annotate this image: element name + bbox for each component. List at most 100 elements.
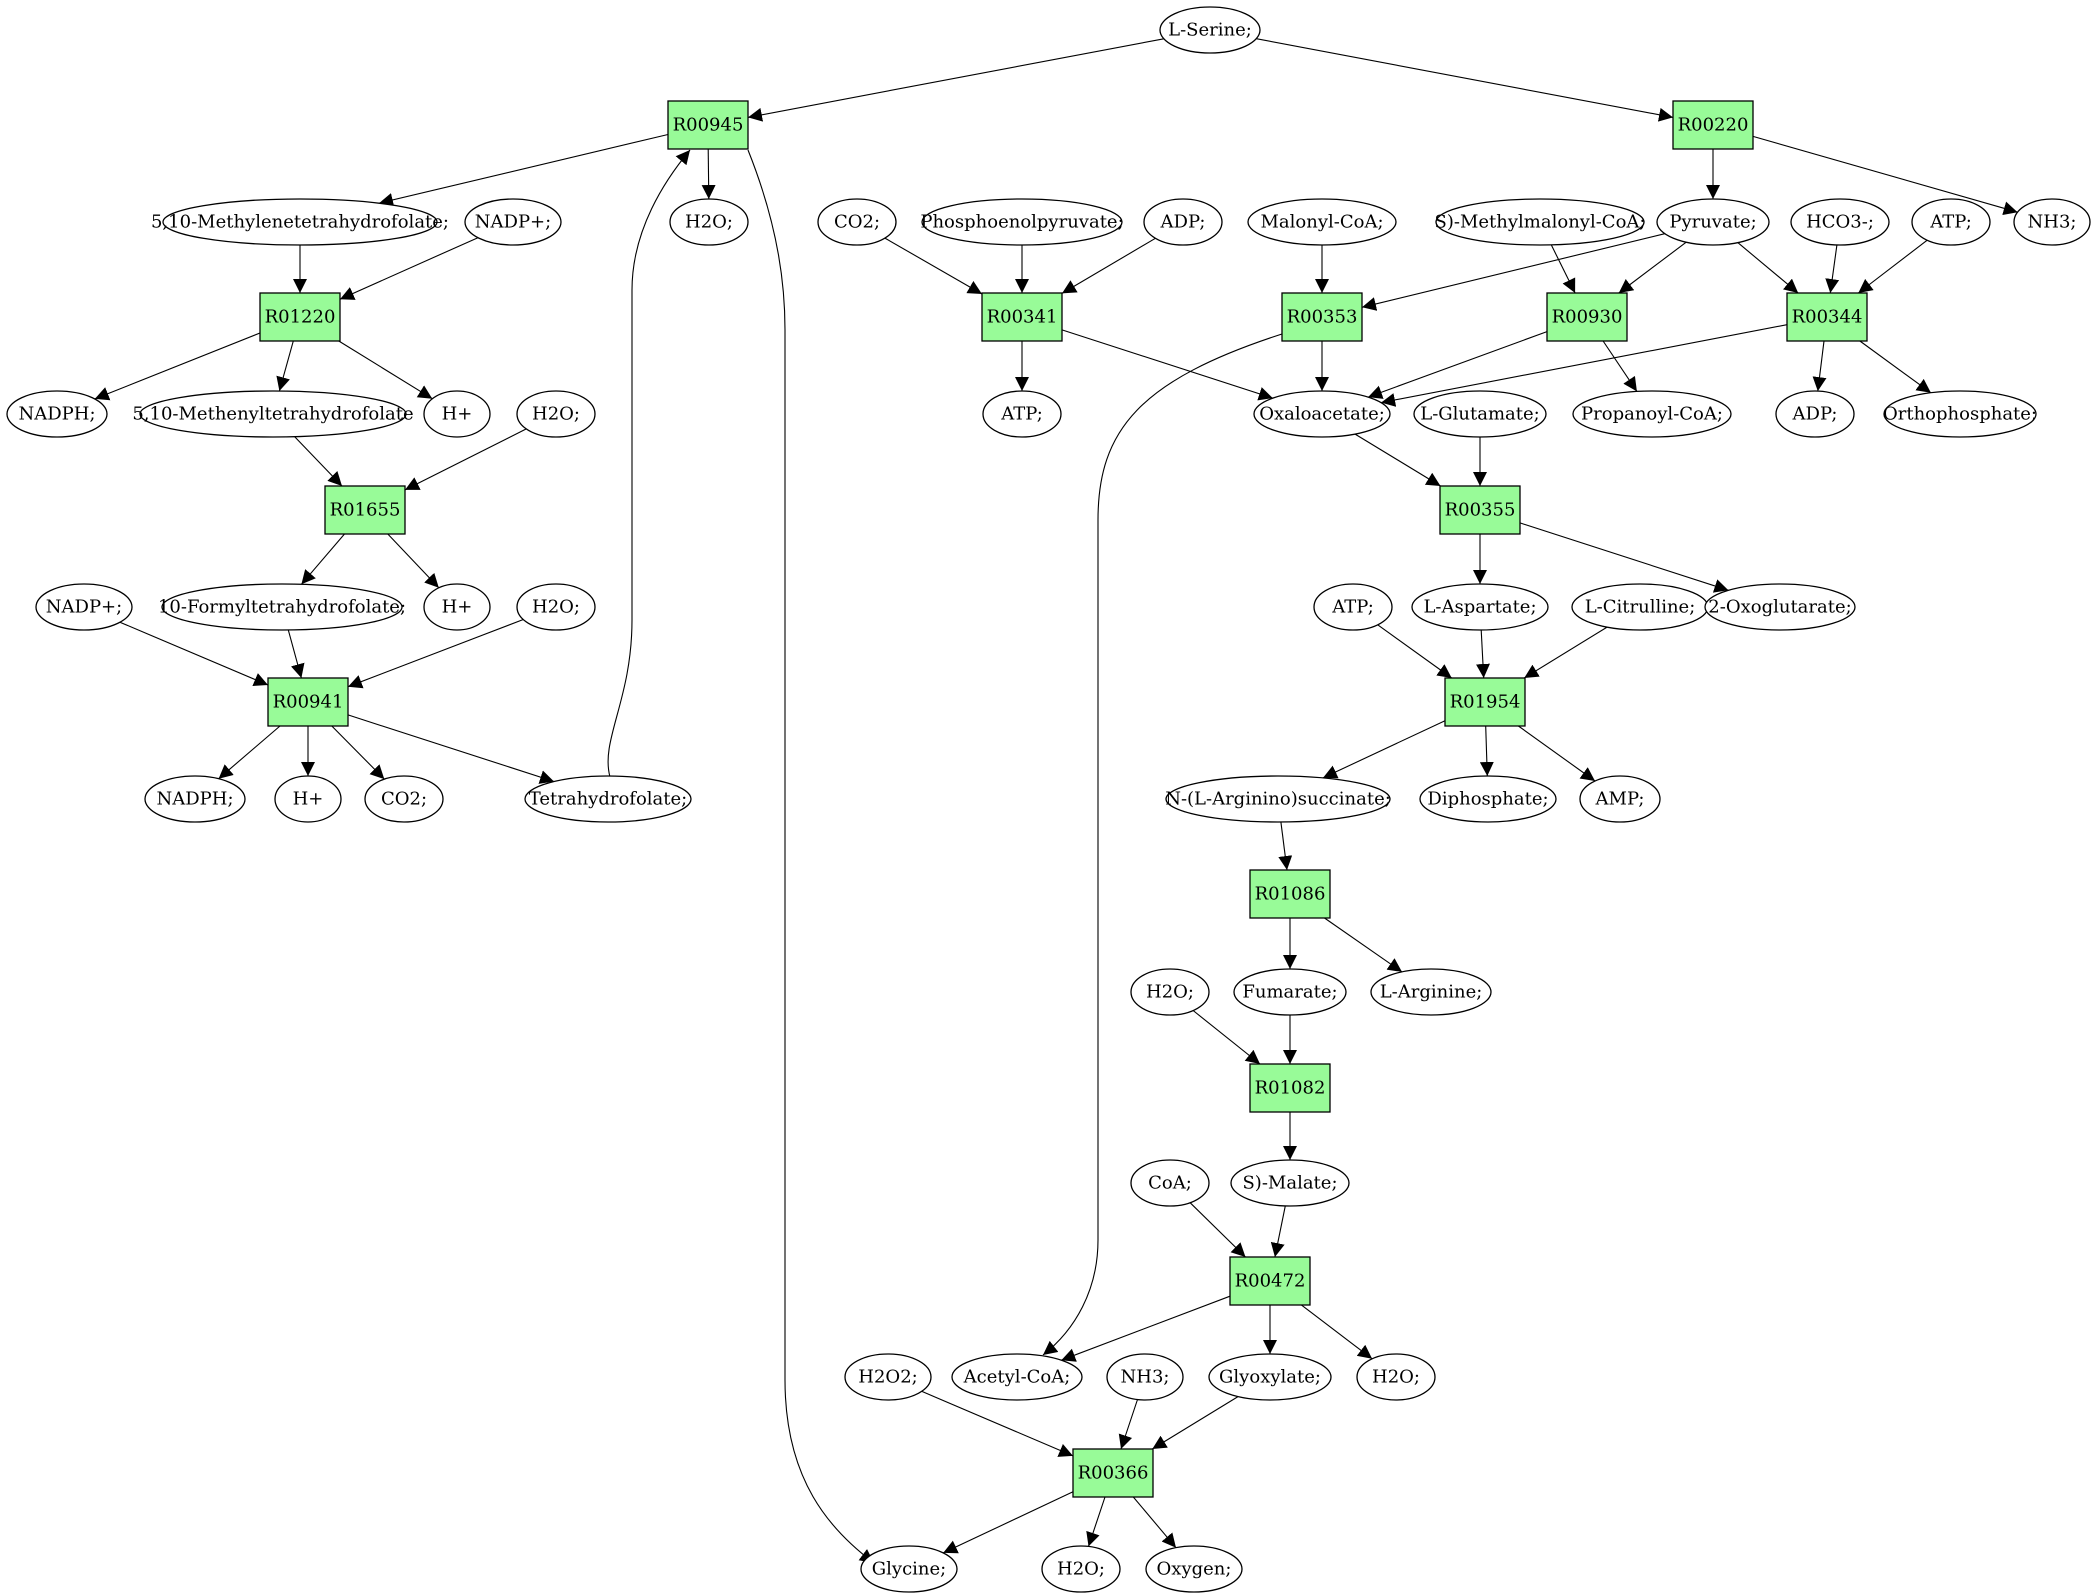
edge-lcitrulline-to-r01954 bbox=[1523, 626, 1608, 679]
compound-ellipse bbox=[1143, 198, 1223, 246]
node-r00355: R00355 bbox=[1439, 485, 1521, 535]
node-pep: Phosphoenolpyruvate; bbox=[920, 198, 1124, 246]
edge-r00344-to-oxaloacetate bbox=[1380, 324, 1788, 407]
node-label: Glyoxylate; bbox=[1219, 1367, 1321, 1388]
node-label: H2O; bbox=[685, 212, 733, 233]
node-label: 5,10-Methenyltetrahydrofolate bbox=[132, 404, 413, 425]
node-h2o-5: H2O; bbox=[1356, 1353, 1436, 1401]
node-coa: CoA; bbox=[1130, 1159, 1210, 1207]
node-oxoglutarate: 2-Oxoglutarate; bbox=[1704, 583, 1856, 631]
compound-ellipse bbox=[516, 583, 596, 631]
node-label: L-Aspartate; bbox=[1423, 597, 1536, 618]
edge-l-serine-to-r00945 bbox=[747, 38, 1164, 122]
node-label: R01082 bbox=[1255, 1078, 1326, 1099]
compound-ellipse bbox=[364, 775, 444, 823]
node-h2o-4: H2O; bbox=[1130, 968, 1210, 1016]
edge-pyruvate-to-r00344 bbox=[1737, 242, 1799, 294]
node-label: S)-Methylmalonyl-CoA; bbox=[1435, 212, 1646, 233]
reaction-box bbox=[1249, 1063, 1331, 1113]
compound-ellipse bbox=[844, 1353, 932, 1401]
node-pyruvate: Pyruvate; bbox=[1656, 198, 1770, 246]
node-label: R00355 bbox=[1445, 500, 1516, 521]
compound-ellipse bbox=[669, 198, 749, 246]
node-label: Pyruvate; bbox=[1669, 212, 1756, 233]
compound-ellipse bbox=[1419, 775, 1557, 823]
node-nh3-2: NH3; bbox=[1106, 1353, 1184, 1401]
node-label: H+ bbox=[442, 597, 473, 618]
node-h2o-1: H2O; bbox=[669, 198, 749, 246]
node-label: L-Serine; bbox=[1168, 20, 1252, 41]
compound-ellipse bbox=[1572, 390, 1732, 438]
node-smmcoa: S)-Methylmalonyl-CoA; bbox=[1435, 198, 1646, 246]
edge-r00930-to-oxaloacetate bbox=[1367, 331, 1548, 399]
node-propanoylcoa: Propanoyl-CoA; bbox=[1572, 390, 1732, 438]
reaction-box bbox=[267, 677, 349, 727]
reaction-box bbox=[1439, 485, 1521, 535]
node-label: Glycine; bbox=[872, 1559, 946, 1580]
edge-r00355-to-oxoglutarate bbox=[1519, 522, 1729, 593]
node-mthf: 5,10-Methylenetetrahydrofolate; bbox=[151, 198, 449, 246]
compound-ellipse bbox=[1313, 583, 1393, 631]
edge-r01086-to-larginine bbox=[1324, 917, 1403, 973]
edge-r00941-to-nadph-2 bbox=[218, 725, 281, 780]
compound-ellipse bbox=[1911, 198, 1991, 246]
node-label: H2O; bbox=[1057, 1559, 1105, 1580]
reaction-box bbox=[1546, 292, 1628, 342]
edge-co2-1-to-r00341 bbox=[884, 237, 983, 295]
node-label: Fumarate; bbox=[1242, 982, 1337, 1003]
compound-ellipse bbox=[1130, 968, 1210, 1016]
node-h2o-6: H2O; bbox=[1041, 1545, 1121, 1593]
node-adp-1: ADP; bbox=[1143, 198, 1223, 246]
node-atp-2: ATP; bbox=[982, 390, 1062, 438]
node-orthophosphate: Orthophosphate; bbox=[1883, 390, 2037, 438]
node-malonylcoa: Malonyl-CoA; bbox=[1247, 198, 1397, 246]
edge-argsucc-to-r01086 bbox=[1278, 821, 1293, 871]
compound-ellipse bbox=[817, 198, 897, 246]
edge-r01220-to-nadph-1 bbox=[94, 332, 261, 401]
edge-r00344-to-orthophosphate bbox=[1859, 340, 1932, 394]
node-argsucc: N-(L-Arginino)succinate; bbox=[1165, 775, 1391, 823]
edge-r01220-to-hp1 bbox=[338, 340, 433, 400]
node-label: L-Arginine; bbox=[1380, 982, 1483, 1003]
node-smalate: S)-Malate; bbox=[1230, 1159, 1350, 1207]
node-label: R01220 bbox=[265, 307, 336, 328]
node-h2o-3: H2O; bbox=[516, 583, 596, 631]
edge-r01655-to-formylthf bbox=[300, 533, 345, 585]
node-laspartate: L-Aspartate; bbox=[1411, 583, 1549, 631]
node-label: Tetrahydrofolate; bbox=[529, 789, 688, 810]
compound-ellipse bbox=[1253, 390, 1391, 438]
node-label: Acetyl-CoA; bbox=[963, 1367, 1071, 1388]
node-nadph-1: NADPH; bbox=[6, 390, 108, 438]
reaction-box bbox=[1249, 869, 1331, 919]
node-thf: Tetrahydrofolate; bbox=[524, 775, 692, 823]
edge-r00472-to-h2o-5 bbox=[1301, 1304, 1373, 1360]
node-r00941: R00941 bbox=[267, 677, 349, 727]
edge-nh3-2-to-r00366 bbox=[1118, 1399, 1139, 1450]
edge-nadpp2-to-r00941 bbox=[119, 621, 269, 686]
node-larginine: L-Arginine; bbox=[1370, 968, 1492, 1016]
node-label: 2-Oxoglutarate; bbox=[1708, 597, 1851, 618]
compound-ellipse bbox=[1230, 1159, 1350, 1207]
node-label: Oxygen; bbox=[1157, 1559, 1232, 1580]
edge-h2o-2-to-r01655 bbox=[404, 428, 527, 491]
reaction-box bbox=[1229, 1256, 1311, 1306]
node-hp2: H+ bbox=[423, 583, 491, 631]
node-label: H2O; bbox=[1146, 982, 1194, 1003]
node-glyoxylate: Glyoxylate; bbox=[1208, 1353, 1332, 1401]
reaction-box bbox=[1672, 100, 1754, 150]
edge-glyoxylate-to-r00366 bbox=[1152, 1396, 1239, 1450]
edge-r00945-to-glycine bbox=[747, 149, 875, 1564]
edge-r01954-to-diphosphate bbox=[1479, 725, 1494, 777]
reaction-box bbox=[981, 292, 1063, 342]
node-r00353: R00353 bbox=[1281, 292, 1363, 342]
node-label: CO2; bbox=[834, 212, 880, 233]
node-atp-3: ATP; bbox=[1313, 583, 1393, 631]
node-menylthf: 5,10-Methenyltetrahydrofolate bbox=[132, 390, 414, 438]
edge-r01954-to-amp bbox=[1518, 725, 1596, 782]
node-oxygen: Oxygen; bbox=[1145, 1545, 1243, 1593]
compound-ellipse bbox=[1435, 198, 1645, 246]
node-r00945: R00945 bbox=[667, 100, 749, 150]
edge-r00945-to-h2o-1 bbox=[701, 148, 716, 200]
edge-smalate-to-r00472 bbox=[1270, 1205, 1286, 1258]
